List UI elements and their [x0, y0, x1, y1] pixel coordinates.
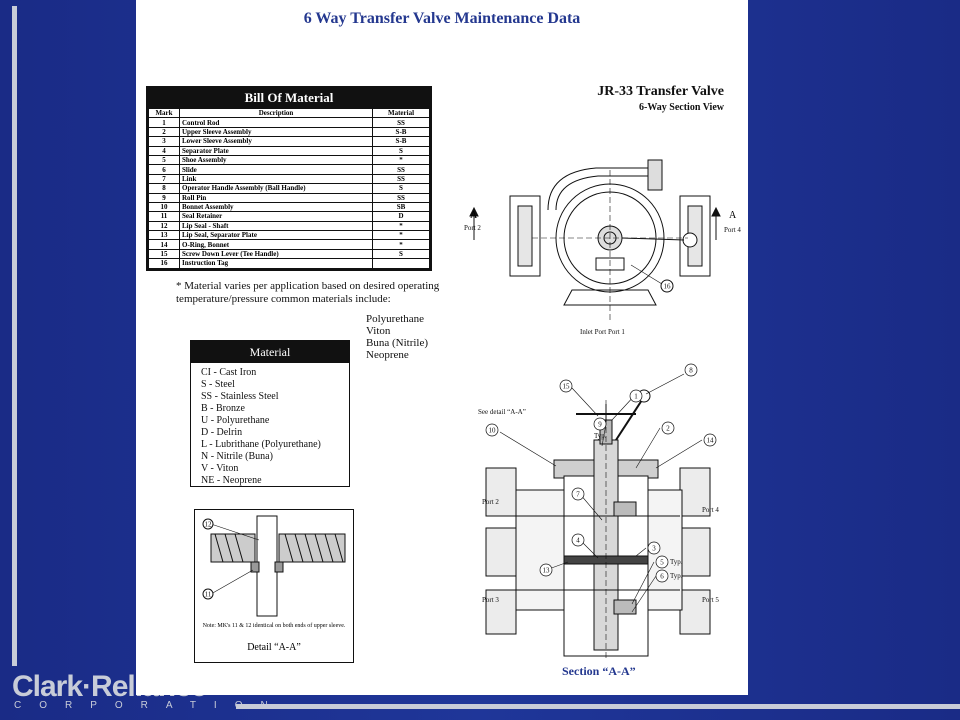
section-callout: 15: [563, 383, 571, 391]
typ-label: Typ.: [594, 432, 607, 440]
bom-title: Bill Of Material: [148, 88, 430, 108]
bottom-rule: [236, 704, 960, 709]
section-callout: 2: [666, 425, 670, 433]
legend-title: Material: [191, 341, 349, 363]
note-item: Buna (Nitrile): [366, 337, 429, 349]
legend-item: S - Steel: [201, 379, 235, 390]
top-view-port-right: Port 4: [724, 226, 741, 234]
material-note-list: Polyurethane Viton Buna (Nitrile) Neopre…: [366, 313, 428, 361]
section-port: Port 5: [702, 596, 719, 604]
top-view-callout: 16: [664, 283, 672, 291]
section-port: Port 3: [482, 596, 499, 604]
bill-of-material: Bill Of Material Mark Description Materi…: [146, 86, 432, 271]
valve-drawings: A Port 2 A Port 4 Inlet Port Port 1 16: [464, 159, 741, 660]
top-view-inlet: Inlet Port Port 1: [580, 328, 625, 336]
section-caption: Section “A-A”: [562, 664, 636, 678]
see-detail-label: See detail “A-A”: [478, 408, 526, 416]
detail-callout: 11: [205, 591, 212, 599]
section-callout: 5: [660, 559, 664, 567]
section-callout: 14: [707, 437, 715, 445]
legend-item: D - Delrin: [201, 427, 243, 438]
legend-item: L - Lubrithane (Polyurethane): [201, 439, 321, 450]
section-callout: 8: [689, 367, 693, 375]
typ-label: Typ.: [670, 558, 683, 566]
section-callout: 3: [652, 545, 656, 553]
section-callout: 4: [576, 537, 580, 545]
top-view-port-left: Port 2: [464, 224, 481, 232]
legend-item: U - Polyurethane: [201, 415, 270, 426]
legend-item: NE - Neoprene: [201, 475, 262, 486]
section-view-drawing: [485, 389, 711, 660]
detail-drawing: 12 11: [202, 515, 346, 617]
bom-cell-material: [372, 258, 430, 269]
legend-item: CI - Cast Iron: [201, 367, 257, 378]
note-item: Polyurethane: [366, 313, 425, 325]
maintenance-sheet: 6 Way Transfer Valve Maintenance Data JR…: [136, 0, 748, 695]
top-view-arrow-left: A: [470, 210, 478, 221]
left-rule: [12, 6, 17, 666]
detail-a-a-box: 12 11 Note: MK's 11 & 12 identical on bo…: [194, 509, 354, 663]
legend-item: B - Bronze: [201, 403, 245, 414]
material-note: * Material varies per application based …: [176, 280, 440, 305]
valve-title-block: JR-33 Transfer Valve 6-Way Section View: [597, 84, 724, 113]
valve-title: JR-33 Transfer Valve: [597, 84, 724, 99]
section-callout: 7: [576, 491, 580, 499]
typ-label: Typ.: [670, 572, 683, 580]
note-item: Neoprene: [366, 349, 409, 361]
detail-caption: Detail “A-A”: [247, 642, 301, 653]
section-callout: 13: [543, 567, 551, 575]
section-callout: 9: [598, 421, 602, 429]
section-callout: 10: [489, 427, 497, 435]
legend-list: CI - Cast Iron S - Steel SS - Stainless …: [201, 367, 349, 487]
section-port: Port 2: [482, 498, 499, 506]
legend-item: N - Nitrile (Buna): [201, 451, 273, 462]
section-callout: 1: [634, 393, 638, 401]
valve-subtitle: 6-Way Section View: [639, 102, 724, 113]
material-legend: Material CI - Cast Iron S - Steel SS - S…: [190, 340, 350, 487]
detail-callout: 12: [205, 521, 213, 529]
detail-note: Note: MK's 11 & 12 identical on both end…: [202, 623, 346, 629]
section-port: Port 4: [702, 506, 719, 514]
top-view-drawing: [469, 159, 721, 320]
note-item: Viton: [366, 325, 391, 337]
company-logo-sub: CORPORATION: [14, 700, 286, 711]
legend-item: V - Viton: [201, 463, 239, 474]
section-callout: 6: [660, 573, 664, 581]
legend-item: SS - Stainless Steel: [201, 391, 279, 402]
top-view-arrow-right: A: [729, 210, 737, 221]
sheet-title: 6 Way Transfer Valve Maintenance Data: [303, 10, 581, 27]
